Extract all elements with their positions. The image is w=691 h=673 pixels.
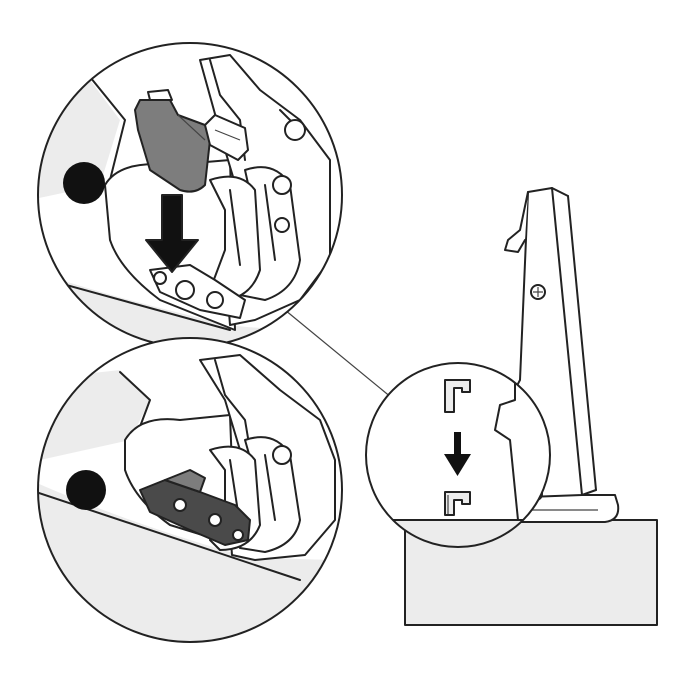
filled-circle-icon: [63, 162, 105, 204]
step-2-magnifier: [37, 337, 343, 643]
clip-after: [444, 491, 471, 516]
filled-circle-icon: [66, 470, 106, 510]
step-1-magnifier: [37, 42, 343, 348]
clip-before: [444, 379, 471, 413]
down-arrow-icon: [444, 432, 471, 476]
down-arrow-icon: [145, 194, 199, 273]
clip-part: [134, 99, 211, 193]
